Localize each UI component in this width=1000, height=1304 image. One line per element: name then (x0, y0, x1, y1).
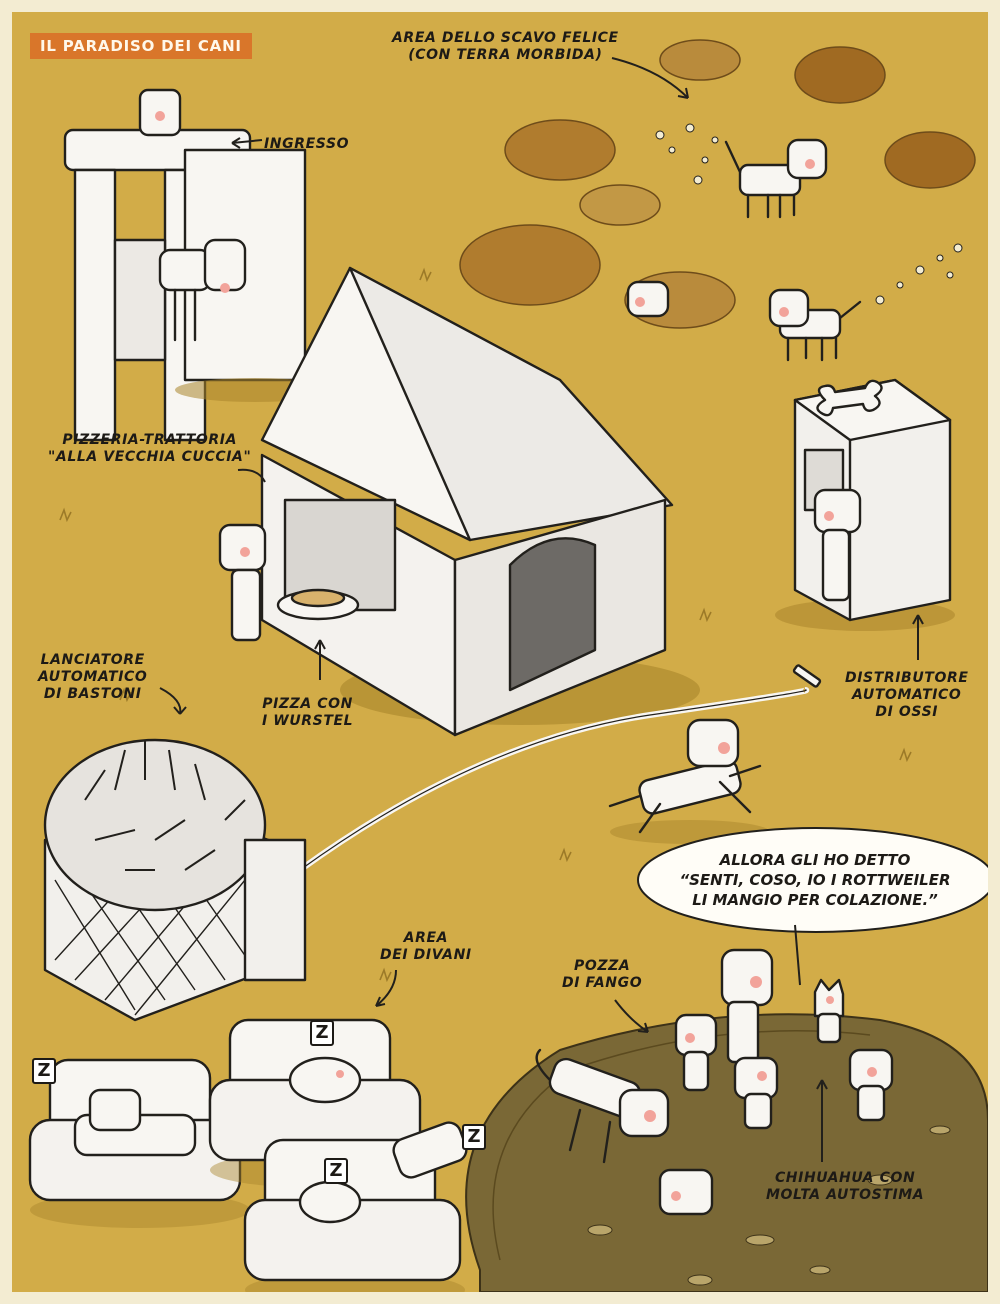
armchair-icon (28, 1058, 250, 1228)
digging-dog (768, 288, 862, 362)
stick-icon (792, 664, 822, 688)
mud-pool-icon (465, 948, 989, 1293)
dirt-mound (579, 184, 661, 226)
mud-dog (720, 948, 774, 1064)
armchair-icon (243, 1121, 468, 1304)
dirt-mound (884, 131, 976, 189)
label-scavo: AREA DELLO SCAVO FELICE (CON TERRA MORBI… (392, 30, 619, 63)
digging-area (459, 39, 976, 362)
label-distributore: DISTRIBUTORE AUTOMATICO DI OSSI (845, 670, 969, 720)
doghouse-icon (218, 266, 700, 737)
vending-machine-icon (775, 378, 955, 631)
gate-icon (63, 88, 335, 442)
dirt-mound (504, 119, 616, 181)
chihuahua (813, 978, 845, 1044)
mud-dog (658, 1168, 714, 1216)
digging-dog (724, 138, 828, 219)
stick-launcher-icon (43, 738, 307, 1022)
mud-dog (733, 1056, 779, 1130)
label-pizza: PIZZA CON I WURSTEL (262, 696, 354, 729)
label-ingresso: INGRESSO (264, 136, 350, 152)
jumping-dog (535, 1048, 670, 1164)
sleep-z-icon: Z (462, 1124, 486, 1150)
speech-bubble-text: ALLORA GLI HO DETTO “SENTI, COSO, IO I R… (679, 851, 951, 909)
bone-icon (816, 379, 883, 417)
page-title: IL PARADISO DEI CANI (30, 33, 252, 59)
sleep-z-icon: Z (324, 1158, 348, 1184)
mud-dog (674, 1013, 718, 1092)
peeking-dog (626, 280, 670, 318)
label-pizzeria: PIZZERIA-TRATTORIA "ALLA VECCHIA CUCCIA" (48, 432, 252, 465)
dirt-mound (794, 46, 886, 104)
sleep-z-icon: Z (32, 1058, 56, 1084)
sleep-z-icon: Z (310, 1020, 334, 1046)
running-dog (608, 718, 770, 844)
mud-dog (848, 1048, 894, 1122)
dirt-mound (459, 224, 601, 306)
dirt-mound (659, 39, 741, 81)
label-divani: AREA DEI DIVANI (380, 930, 472, 963)
label-fango: POZZA DI FANGO (562, 958, 643, 991)
annotation-arrows (159, 57, 924, 1162)
label-chihuahua: CHIHUAHUA CON MOLTA AUTOSTIMA (766, 1170, 925, 1203)
label-lanciatore: LANCIATORE AUTOMATICO DI BASTONI (38, 652, 148, 702)
